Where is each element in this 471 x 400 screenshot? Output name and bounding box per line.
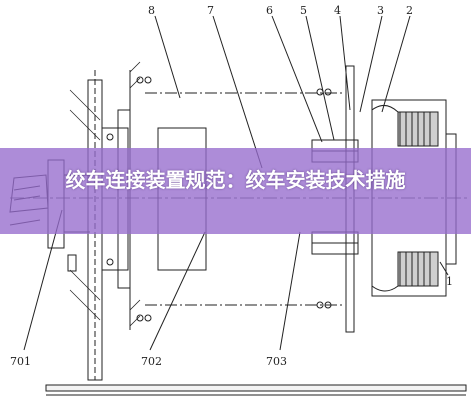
callout-701: 701 xyxy=(10,355,31,368)
callout-5: 5 xyxy=(300,4,307,17)
callout-3: 3 xyxy=(377,4,384,17)
base-plate xyxy=(45,384,467,392)
callout-703: 703 xyxy=(266,355,287,368)
hatch-left xyxy=(69,89,101,321)
callout-6: 6 xyxy=(266,4,273,17)
callout-4: 4 xyxy=(334,4,341,17)
title-banner: 绞车连接装置规范：绞车安装技术措施 xyxy=(0,148,471,234)
callout-8: 8 xyxy=(148,4,155,17)
callout-702: 702 xyxy=(141,355,162,368)
callout-7: 7 xyxy=(207,4,214,17)
banner-title: 绞车连接装置规范：绞车安装技术措施 xyxy=(65,168,406,192)
callout-1: 1 xyxy=(446,275,453,288)
callout-2: 2 xyxy=(406,4,413,17)
